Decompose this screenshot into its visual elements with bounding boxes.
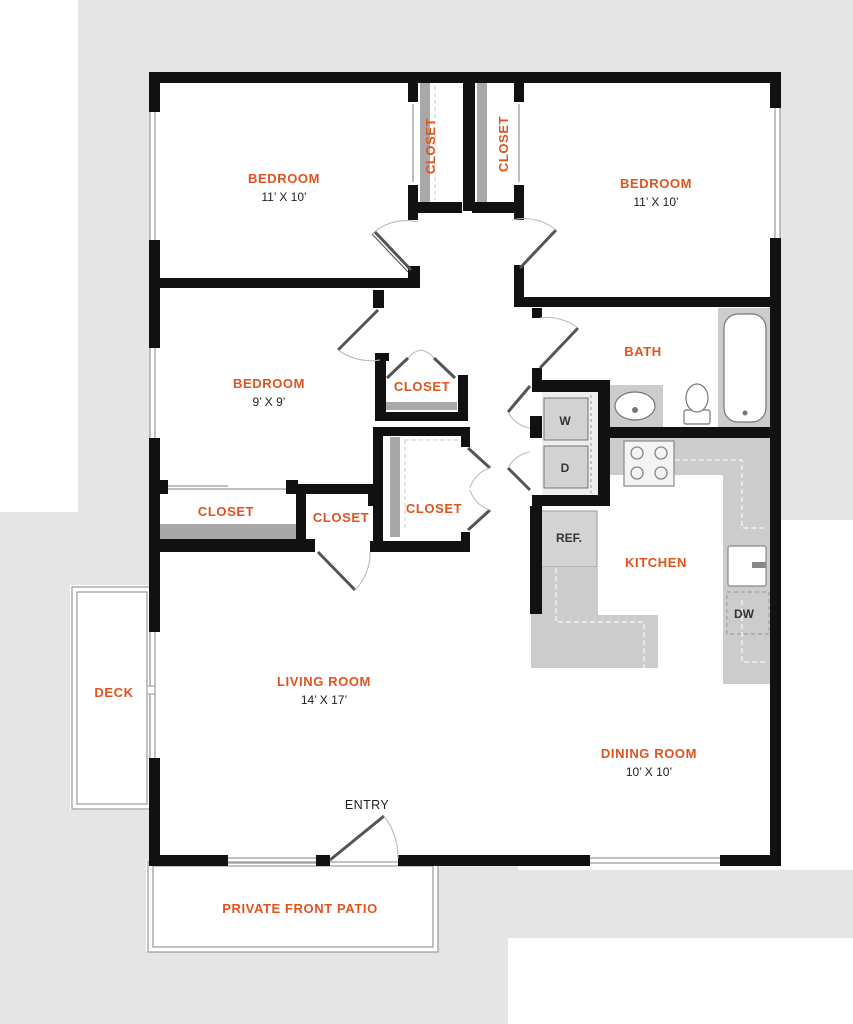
patio-name: PRIVATE FRONT PATIO	[222, 901, 378, 916]
dryer	[543, 445, 589, 489]
living-room-dims: 14’ X 17’	[301, 693, 347, 707]
refrigerator-label: REF.	[556, 531, 582, 545]
kitchen-name: KITCHEN	[625, 555, 687, 570]
closet-bedroom-label: CLOSET	[198, 504, 254, 519]
dishwasher	[726, 591, 770, 635]
bedroom-top-left-dims: 11’ X 10’	[261, 190, 306, 204]
closet-living-label: CLOSET	[313, 510, 369, 525]
bath-name: BATH	[624, 344, 662, 359]
toilet-icon	[683, 383, 711, 425]
room-labels: BEDROOM 11’ X 10’ BEDROOM 11’ X 10’ BEDR…	[94, 116, 754, 916]
deck-area	[70, 585, 152, 810]
bedroom-top-right-name: BEDROOM	[620, 176, 692, 191]
deck-door-jamb	[146, 685, 156, 695]
bedroom-middle-name: BEDROOM	[233, 376, 305, 391]
patio-area	[146, 862, 438, 952]
bedroom-top-left-name: BEDROOM	[248, 171, 320, 186]
walls	[149, 72, 781, 866]
bathtub-icon	[718, 308, 772, 428]
washer-label: W	[559, 414, 571, 428]
bedroom-top-right-dims: 11’ X 10’	[633, 195, 678, 209]
entry-label: ENTRY	[345, 798, 389, 812]
closet-hall-large-label: CLOSET	[406, 501, 462, 516]
laundry-closet	[542, 392, 600, 495]
kitchen-sink-icon	[727, 545, 767, 587]
dining-room-dims: 10’ X 10’	[626, 765, 672, 779]
bath-sink-icon	[614, 391, 656, 421]
dishwasher-label: DW	[734, 607, 755, 621]
living-room-name: LIVING ROOM	[277, 674, 371, 689]
bath-fixtures	[608, 308, 772, 428]
washer	[543, 397, 589, 441]
dryer-label: D	[561, 461, 570, 475]
closet-vertical-left-label: CLOSET	[423, 118, 438, 174]
closet-hall-small-label: CLOSET	[394, 379, 450, 394]
windows	[149, 108, 781, 864]
refrigerator	[540, 510, 598, 568]
closet-shelves	[158, 82, 487, 541]
counter-guides	[555, 459, 765, 668]
bedroom-middle-dims: 9’ X 9’	[253, 395, 286, 409]
closet-vertical-right-label: CLOSET	[496, 116, 511, 172]
deck-name: DECK	[94, 685, 133, 700]
stove-icon	[623, 440, 675, 487]
door-swings	[316, 104, 580, 862]
dining-room-name: DINING ROOM	[601, 746, 697, 761]
